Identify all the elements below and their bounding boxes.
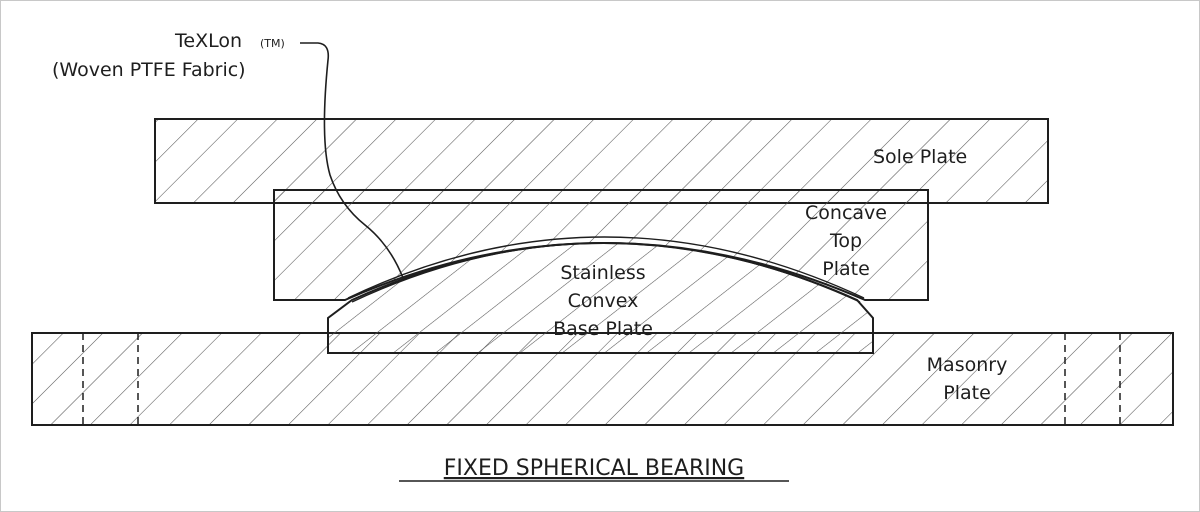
label-stainless-line3: Base Plate — [553, 318, 653, 340]
ptfe-fabric-layer — [347, 236, 865, 303]
label-masonry-line1: Masonry — [927, 354, 1008, 376]
label-concave-line2: Top — [829, 230, 862, 252]
callout-leader-line — [300, 42, 404, 279]
label-concave-line1: Concave — [805, 202, 887, 224]
diagram-title: FIXED SPHERICAL BEARING — [444, 456, 744, 481]
label-stainless-line2: Convex — [568, 290, 639, 312]
label-concave-line3: Plate — [822, 258, 870, 280]
label-masonry-line2: Plate — [943, 382, 991, 404]
callout-texlon: TeXLon — [174, 30, 242, 52]
callout-tm-mark: (TM) — [260, 37, 285, 50]
label-stainless-line1: Stainless — [560, 262, 645, 284]
callout-woven-ptfe: (Woven PTFE Fabric) — [52, 59, 246, 81]
label-sole-plate: Sole Plate — [873, 146, 967, 168]
